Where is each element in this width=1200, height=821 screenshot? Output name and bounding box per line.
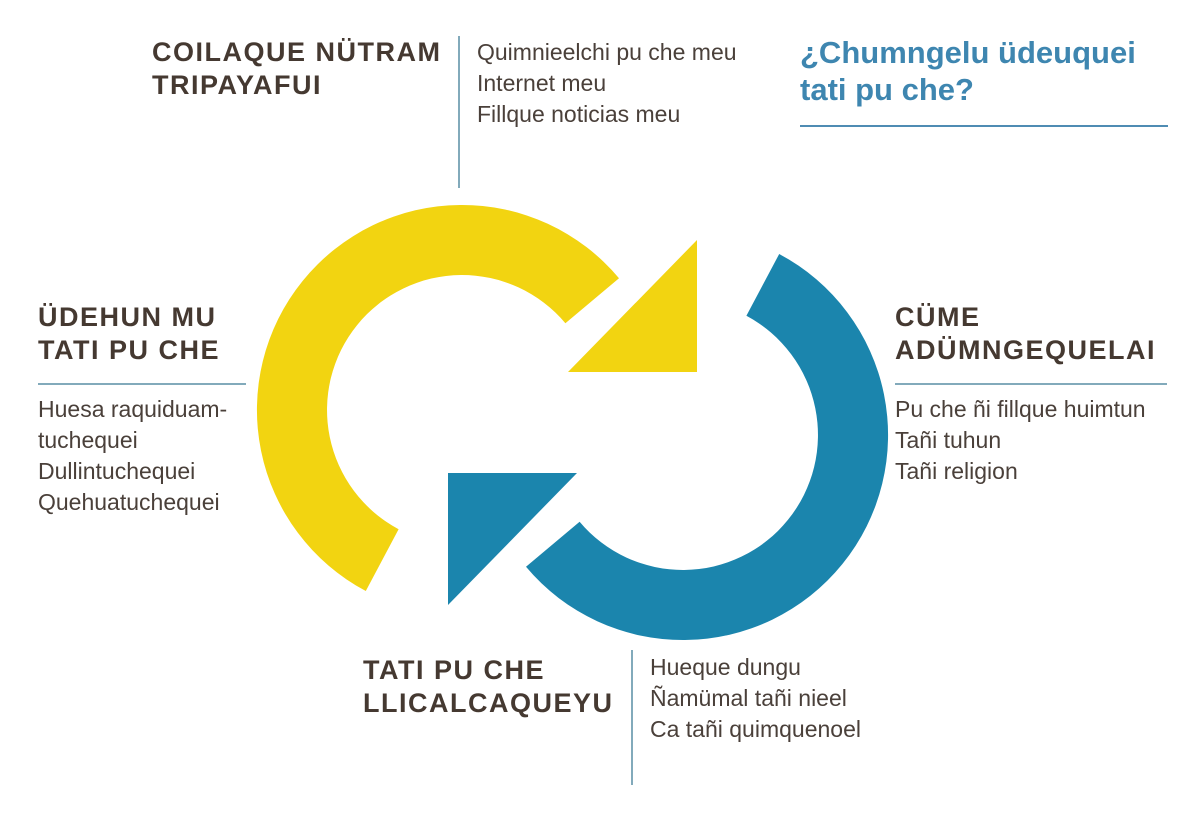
section-top-left-items: Quimnieelchi pu che meu Internet meu Fil… bbox=[477, 39, 737, 127]
section-bottom-items: Hueque dungu Ñamümal tañi nieel Ca tañi … bbox=[650, 654, 861, 742]
section-right-heading: CÜME ADÜMNGEQUELAI bbox=[895, 302, 1156, 365]
section-left-heading: ÜDEHUN MU TATI PU CHE bbox=[38, 302, 220, 365]
section-left-items: Huesa raquiduam- tuchequei Dullintuchequ… bbox=[38, 396, 228, 515]
right-horizontal-divider bbox=[895, 383, 1167, 385]
bottom-vertical-divider bbox=[631, 650, 633, 785]
yellow-arrowhead bbox=[568, 240, 697, 372]
yellow-arrow-band bbox=[256, 204, 619, 591]
section-bottom-heading: TATI PU CHE LLICALCAQUEYU bbox=[363, 655, 614, 718]
section-right-items: Pu che ñi fillque huimtun Tañi tuhun Tañ… bbox=[895, 396, 1146, 484]
title-underline bbox=[800, 125, 1168, 127]
section-top-left-heading: COILAQUE NÜTRAM TRIPAYAFUI bbox=[152, 37, 442, 100]
page-title: ¿Chumngelu üdeuquei tati pu che? bbox=[800, 35, 1136, 107]
blue-arrowhead bbox=[448, 473, 577, 605]
top-left-vertical-divider bbox=[458, 36, 460, 188]
left-horizontal-divider bbox=[38, 383, 246, 385]
blue-arrow-band bbox=[526, 254, 889, 641]
